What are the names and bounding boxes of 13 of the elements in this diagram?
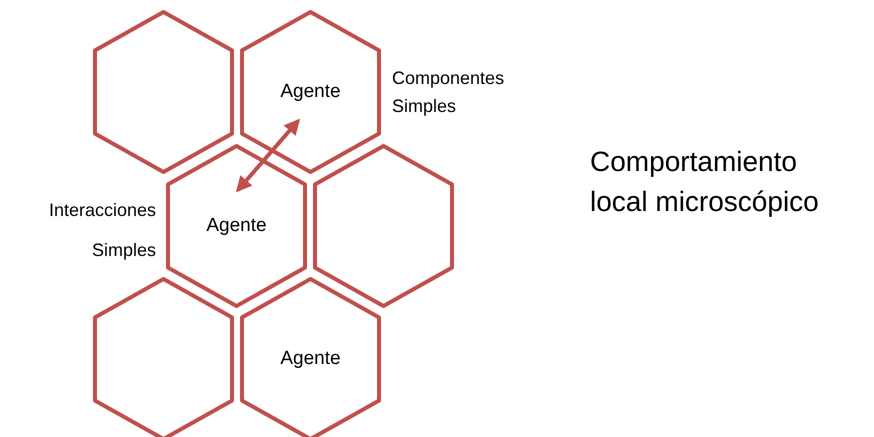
agent-hexagon: [242, 279, 379, 437]
agent-hexagon: [242, 12, 379, 172]
heading-note: Comportamiento local microscópico: [590, 145, 820, 219]
node-label: Agente: [279, 81, 342, 103]
empty-hexagon: [95, 12, 232, 172]
node-label: Agente: [279, 348, 342, 370]
side-note: Componentes Simples: [392, 67, 506, 118]
double-arrow: [236, 118, 300, 192]
side-note: Interacciones Simples: [48, 199, 156, 262]
agent-hexagon: [168, 146, 305, 306]
empty-hexagon: [95, 279, 232, 437]
empty-hexagon: [315, 146, 452, 306]
node-label: Agente: [205, 215, 268, 237]
